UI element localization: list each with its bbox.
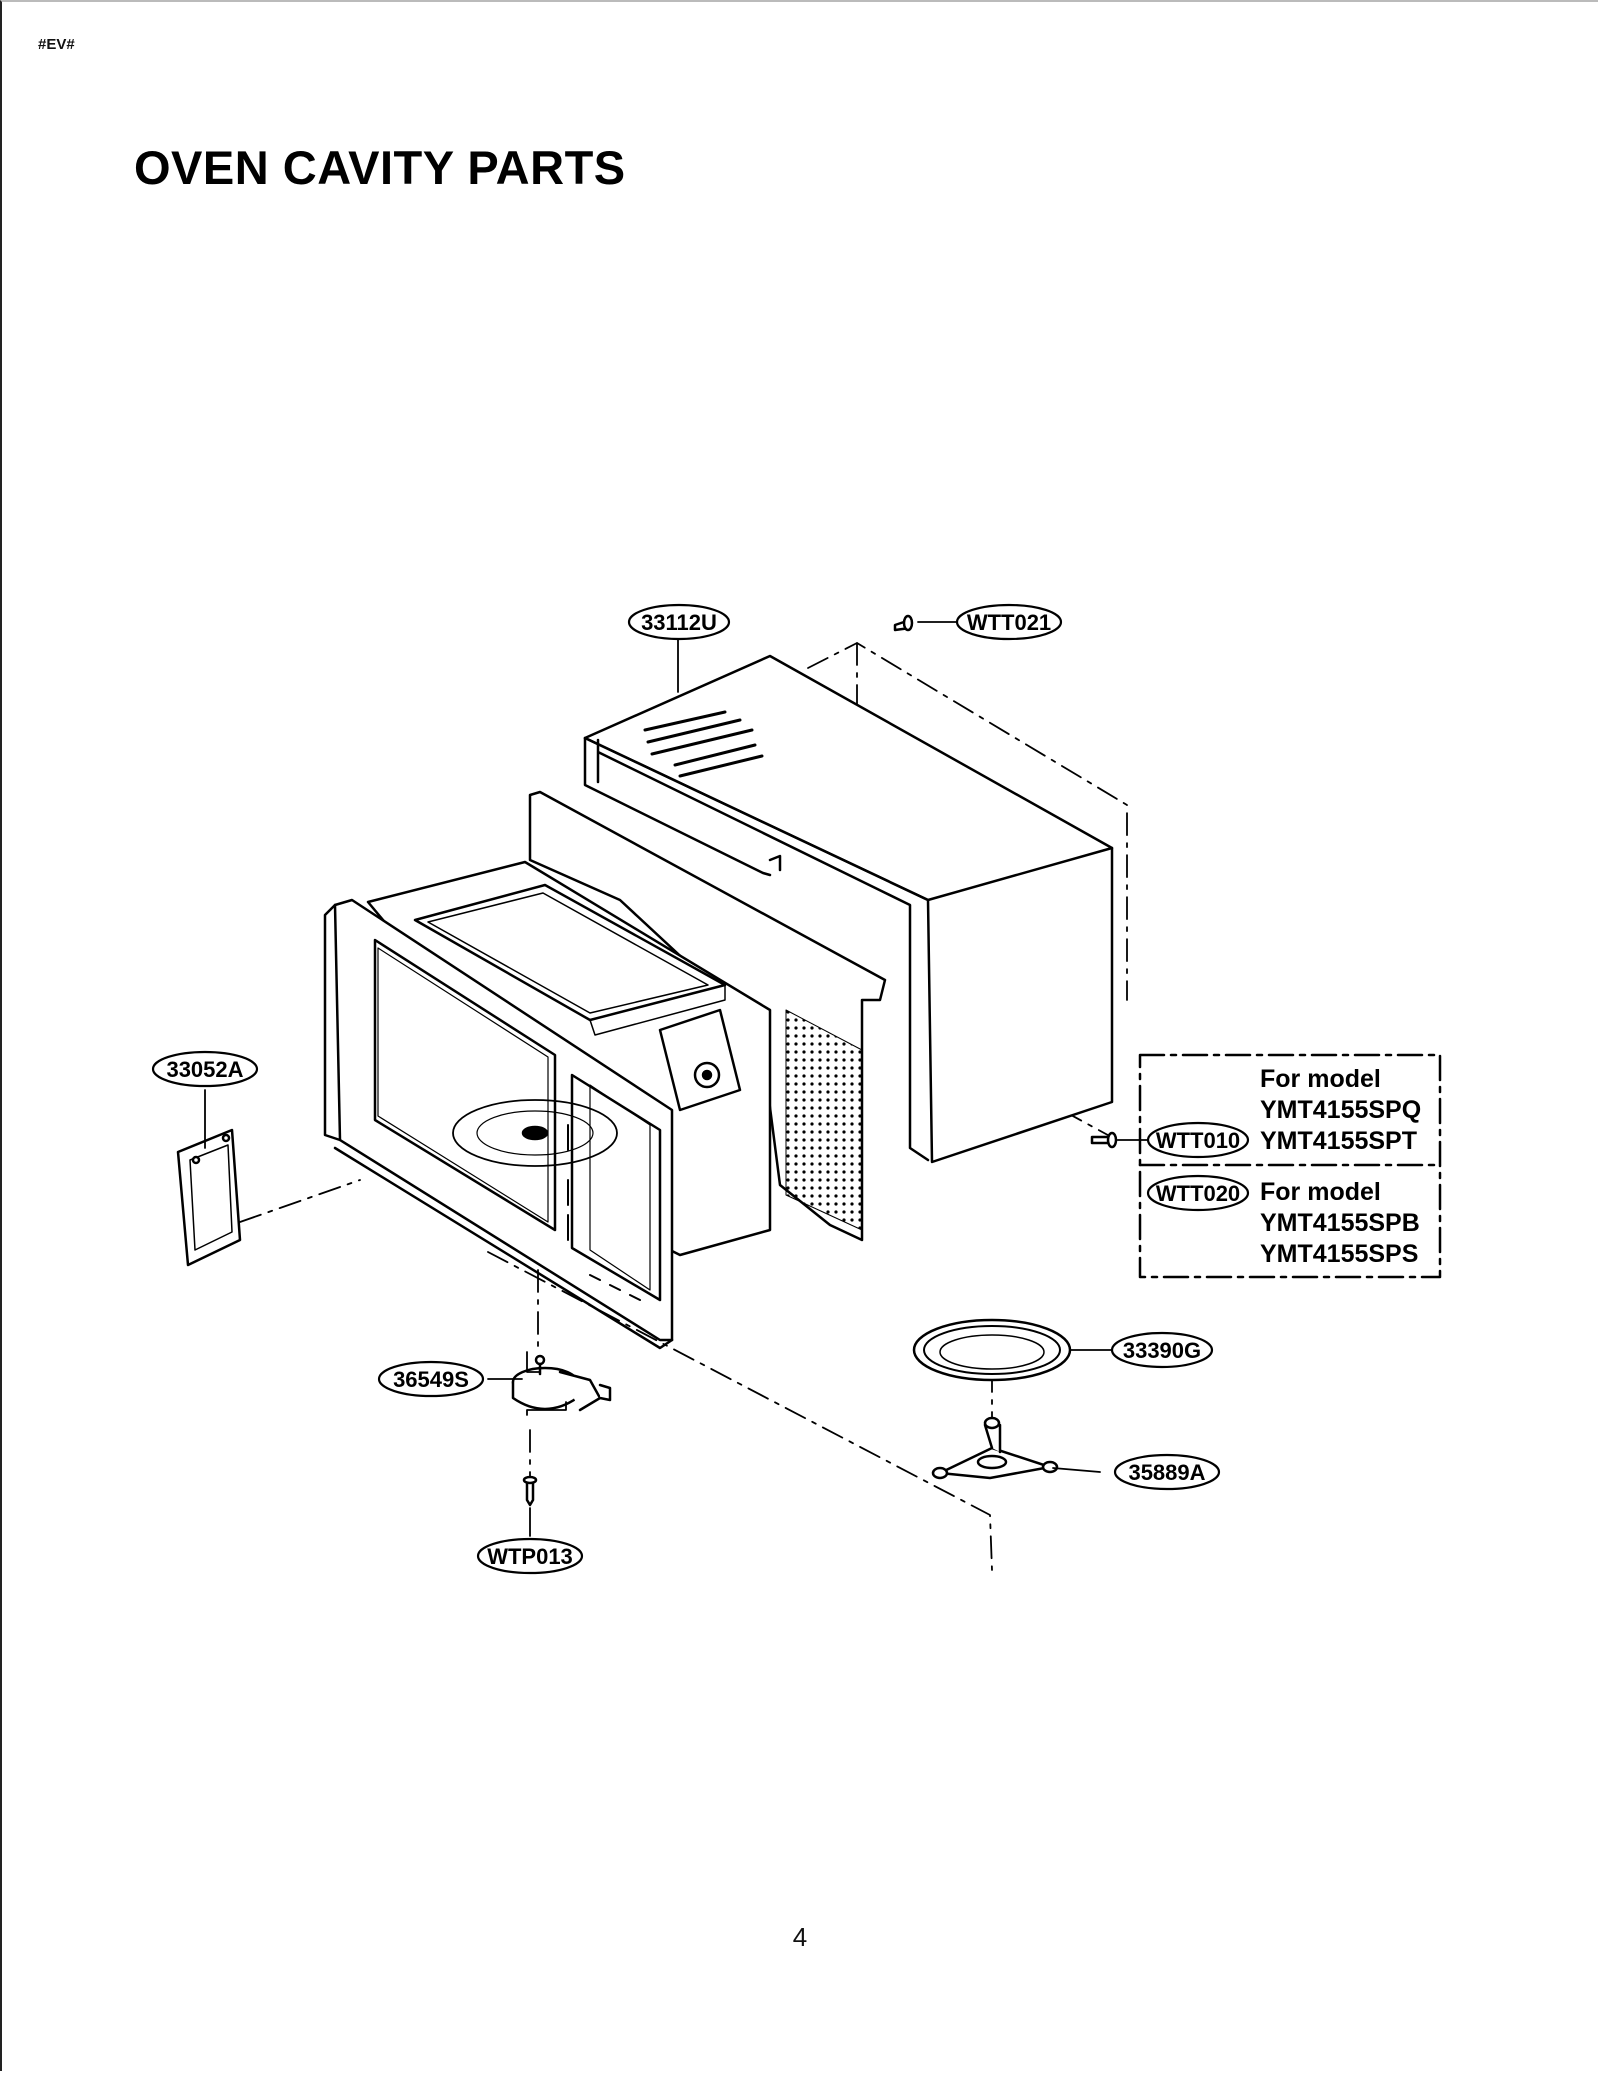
- note-1-model-1: YMT4155SPQ: [1260, 1096, 1421, 1124]
- callout-wtt020-oval: [1146, 1174, 1250, 1212]
- back-mesh: [785, 1009, 863, 1231]
- alignment-lines: [239, 642, 1128, 1571]
- light-cover-part: [176, 1128, 242, 1267]
- callout-wtt010: WTT010: [1156, 1128, 1240, 1153]
- callout-wtt020: WTT020: [1156, 1181, 1240, 1206]
- model-note-box: [1138, 1053, 1442, 1279]
- note-2-heading: For model: [1260, 1178, 1381, 1206]
- callout-36549S: 36549S: [393, 1367, 469, 1392]
- page-title: OVEN CAVITY PARTS: [134, 141, 626, 194]
- page-number: 4: [792, 1922, 808, 1952]
- note-2-model-2: YMT4155SPS: [1260, 1240, 1418, 1268]
- screw-wtt021: [893, 614, 914, 632]
- callout-wtt021-oval: [955, 603, 1063, 641]
- screw-wtp013: [522, 1475, 538, 1507]
- outer-cabinet: [583, 654, 1114, 1164]
- callout-ovals: [151, 603, 1250, 1575]
- document-code: #EV#: [38, 36, 75, 53]
- frame-slots: [567, 1124, 641, 1301]
- callout-33112U: 33112U: [641, 610, 717, 635]
- callout-35889A-oval: [1113, 1453, 1221, 1491]
- callout-wtp013: WTP013: [487, 1544, 573, 1569]
- callout-33052A-oval: [151, 1050, 259, 1088]
- note-1-heading: For model: [1260, 1065, 1381, 1093]
- callout-wtp013-oval: [476, 1537, 584, 1575]
- note-1-model-2: YMT4155SPT: [1260, 1127, 1417, 1155]
- callout-35889A: 35889A: [1128, 1460, 1205, 1485]
- cavity-turntable: [452, 1099, 618, 1167]
- callout-36549S-oval: [377, 1360, 485, 1398]
- callout-33112U-oval: [627, 603, 731, 641]
- note-2-model-1: YMT4155SPB: [1260, 1209, 1420, 1237]
- glass-tray-part: [912, 1318, 1072, 1382]
- callout-wtt021: WTT021: [967, 610, 1051, 635]
- leader-lines: [204, 621, 1149, 1537]
- callout-33390G-oval: [1110, 1331, 1214, 1369]
- cabinet-vent-slots: [643, 710, 764, 778]
- screw-wtt010: [1090, 1131, 1118, 1149]
- turntable-motor-part: [511, 1354, 612, 1412]
- front-frame: [323, 898, 674, 1350]
- callout-33390G: 33390G: [1123, 1338, 1201, 1363]
- callout-33052A: 33052A: [166, 1057, 243, 1082]
- callout-wtt010-oval: [1146, 1121, 1250, 1159]
- roller-guide-part: [931, 1416, 1059, 1480]
